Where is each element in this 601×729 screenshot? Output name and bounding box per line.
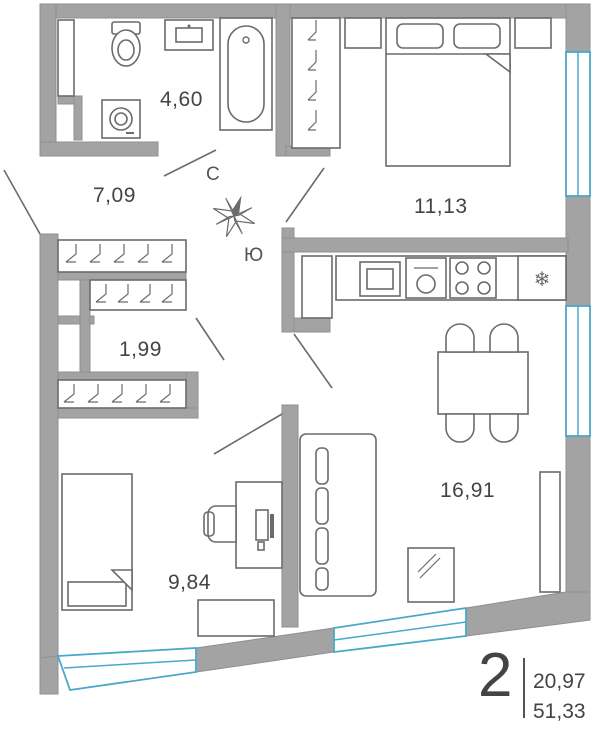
summary-divider	[523, 658, 525, 718]
room-count: 2	[478, 641, 513, 710]
toilet-icon	[111, 21, 141, 67]
doors	[3, 149, 333, 455]
room-area-bathroom: 4,60	[160, 88, 203, 111]
room-area-study: 9,84	[168, 571, 211, 594]
dishwasher-icon	[405, 257, 447, 299]
compass-south-label: Ю	[244, 245, 264, 266]
single-bed-icon	[61, 473, 133, 611]
windows	[56, 51, 591, 691]
room-area-hallway: 7,09	[93, 184, 136, 207]
stove-icon	[449, 257, 497, 299]
sink-icon	[164, 19, 214, 51]
kitchen-cabinet	[301, 255, 333, 319]
office-chair-icon	[203, 505, 237, 543]
dining-table	[437, 323, 529, 443]
kitchen-fixtures: ❄	[301, 255, 567, 319]
compass-rose-icon	[213, 195, 255, 237]
bathroom-shelf	[57, 19, 75, 97]
wardrobe-hangers	[57, 239, 187, 409]
bedroom-closet	[291, 17, 341, 149]
nightstand-left	[344, 17, 382, 49]
desk-icon	[235, 481, 283, 569]
living-sideboard	[539, 471, 561, 593]
bathroom-fixtures	[57, 17, 273, 139]
bedroom-fixtures	[291, 17, 552, 167]
room-area-kitchen-living: 16,91	[440, 479, 496, 502]
room-area-wardrobe: 1,99	[119, 338, 162, 361]
double-bed-icon	[385, 17, 511, 167]
sofa-icon	[299, 433, 377, 597]
compass-north-label: С	[206, 164, 220, 185]
tv-icon	[407, 547, 455, 603]
walls	[39, 3, 591, 695]
svg-text:❄: ❄	[534, 267, 551, 291]
living-area-total: 20,97	[533, 670, 586, 693]
washing-machine-icon	[101, 99, 141, 139]
room-area-bedroom: 11,13	[414, 195, 468, 218]
total-area: 51,33	[533, 700, 586, 723]
study-shelf	[197, 599, 275, 637]
nightstand-right	[514, 17, 552, 49]
bathtub-icon	[219, 17, 273, 131]
fridge-icon: ❄	[517, 255, 567, 301]
kitchen-sink-icon	[359, 261, 401, 297]
